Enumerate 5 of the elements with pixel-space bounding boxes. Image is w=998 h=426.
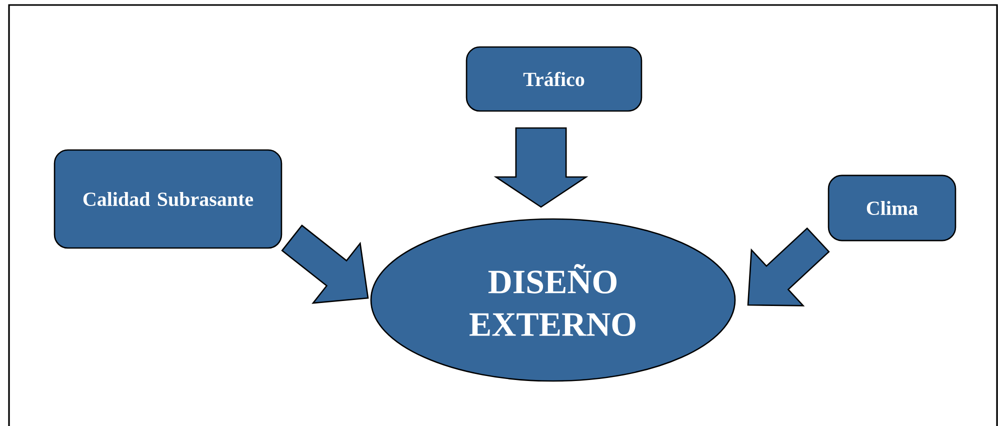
process-box: Calidad Subrasante xyxy=(54,149,282,249)
block-arrow xyxy=(281,224,369,304)
process-box: Clima xyxy=(828,174,956,242)
block-arrow xyxy=(494,127,588,208)
process-box: Tráfico xyxy=(466,46,642,112)
